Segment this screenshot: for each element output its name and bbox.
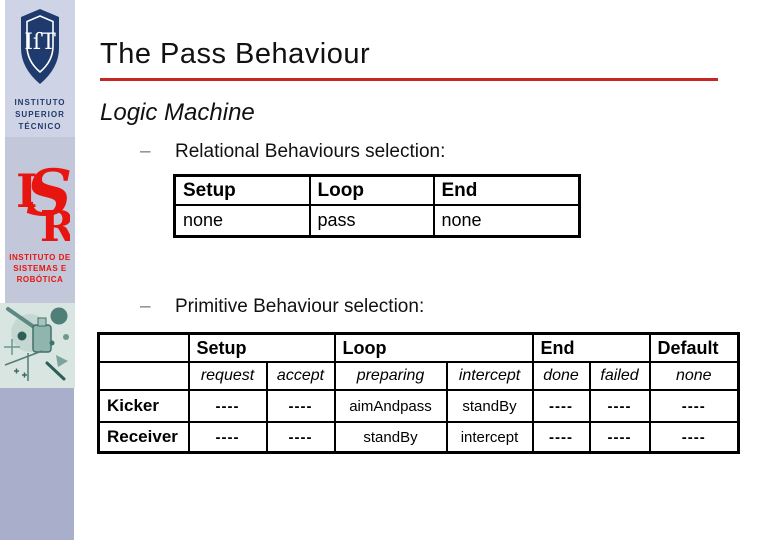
group-header-setup: Setup bbox=[187, 332, 336, 363]
ist-name-line: SUPERIOR bbox=[15, 110, 65, 119]
svg-text:I: I bbox=[16, 164, 38, 218]
receiver-intercept: intercept bbox=[445, 421, 534, 454]
svg-text:R: R bbox=[40, 202, 70, 245]
table-row-receiver: Receiver ---- ---- standBy intercept ---… bbox=[97, 421, 740, 454]
kicker-preparing: aimAndpass bbox=[333, 389, 448, 423]
sub-header-done: done bbox=[531, 361, 591, 391]
ist-name-line: TÉCNICO bbox=[18, 122, 62, 131]
receiver-failed: ---- bbox=[588, 421, 651, 454]
bullet-label: Primitive Behaviour selection: bbox=[175, 296, 425, 317]
sub-header-failed: failed bbox=[588, 361, 651, 391]
isr-name-line: INSTITUTO DE bbox=[9, 253, 71, 262]
receiver-accept: ---- bbox=[265, 421, 336, 454]
abstract-art-image bbox=[0, 303, 75, 388]
kicker-failed: ---- bbox=[588, 389, 651, 423]
primitive-group-header-row: Setup Loop End Default bbox=[97, 332, 740, 363]
relational-header-loop: Loop bbox=[308, 174, 435, 206]
bullet-label: Relational Behaviours selection: bbox=[175, 141, 446, 162]
kicker-done: ---- bbox=[531, 389, 591, 423]
row-label-receiver: Receiver bbox=[97, 421, 190, 454]
sub-header-intercept: intercept bbox=[445, 361, 534, 391]
svg-text:IſT: IſT bbox=[24, 30, 56, 55]
row-label-kicker: Kicker bbox=[97, 389, 190, 423]
sub-header-request: request bbox=[187, 361, 268, 391]
bullet-dash: – bbox=[140, 296, 151, 317]
relational-value-end: none bbox=[432, 204, 581, 238]
receiver-done: ---- bbox=[531, 421, 591, 454]
sub-header-preparing: preparing bbox=[333, 361, 448, 391]
primitive-table: Setup Loop End Default request accept pr… bbox=[97, 332, 740, 454]
empty-cell bbox=[97, 361, 190, 391]
ist-name: INSTITUTO SUPERIOR TÉCNICO bbox=[5, 97, 75, 133]
kicker-request: ---- bbox=[187, 389, 268, 423]
relational-table: Setup Loop End none pass none bbox=[173, 174, 581, 238]
isr-logo-icon: I S R bbox=[16, 156, 76, 251]
kicker-intercept: standBy bbox=[445, 389, 534, 423]
isr-name-line: SISTEMAS E bbox=[13, 264, 67, 273]
relational-value-row: none pass none bbox=[173, 204, 581, 238]
group-header-loop: Loop bbox=[333, 332, 534, 363]
sidebar-bottom-band bbox=[0, 388, 74, 540]
relational-value-loop: pass bbox=[308, 204, 435, 238]
group-header-end: End bbox=[531, 332, 651, 363]
abstract-art-graphic bbox=[0, 303, 75, 388]
primitive-sub-header-row: request accept preparing intercept done … bbox=[97, 361, 740, 391]
ist-shield-icon: IſT bbox=[21, 9, 59, 84]
empty-cell bbox=[97, 332, 190, 363]
relational-header-setup: Setup bbox=[173, 174, 311, 206]
receiver-preparing: standBy bbox=[333, 421, 448, 454]
receiver-default: ---- bbox=[648, 421, 740, 454]
sub-header-none: none bbox=[648, 361, 740, 391]
table-row-kicker: Kicker ---- ---- aimAndpass standBy ----… bbox=[97, 389, 740, 423]
relational-value-setup: none bbox=[173, 204, 311, 238]
kicker-default: ---- bbox=[648, 389, 740, 423]
subtitle: Logic Machine bbox=[100, 99, 255, 126]
ist-name-line: INSTITUTO bbox=[14, 98, 66, 107]
relational-header-end: End bbox=[432, 174, 581, 206]
bullet-dash: – bbox=[140, 141, 151, 162]
sub-header-accept: accept bbox=[265, 361, 336, 391]
kicker-accept: ---- bbox=[265, 389, 336, 423]
page-title: The Pass Behaviour bbox=[100, 38, 371, 70]
isr-section: I S R INSTITUTO DE SISTEMAS E ROBÓTICA bbox=[5, 137, 76, 303]
svg-text:S: S bbox=[26, 156, 70, 231]
group-header-default: Default bbox=[648, 332, 740, 363]
title-underline bbox=[100, 78, 718, 81]
receiver-request: ---- bbox=[187, 421, 268, 454]
ist-section: IſT INSTITUTO SUPERIOR TÉCNICO bbox=[5, 0, 75, 137]
isr-name-line: ROBÓTICA bbox=[16, 275, 64, 284]
isr-name: INSTITUTO DE SISTEMAS E ROBÓTICA bbox=[5, 252, 75, 285]
relational-header-row: Setup Loop End bbox=[173, 174, 581, 206]
